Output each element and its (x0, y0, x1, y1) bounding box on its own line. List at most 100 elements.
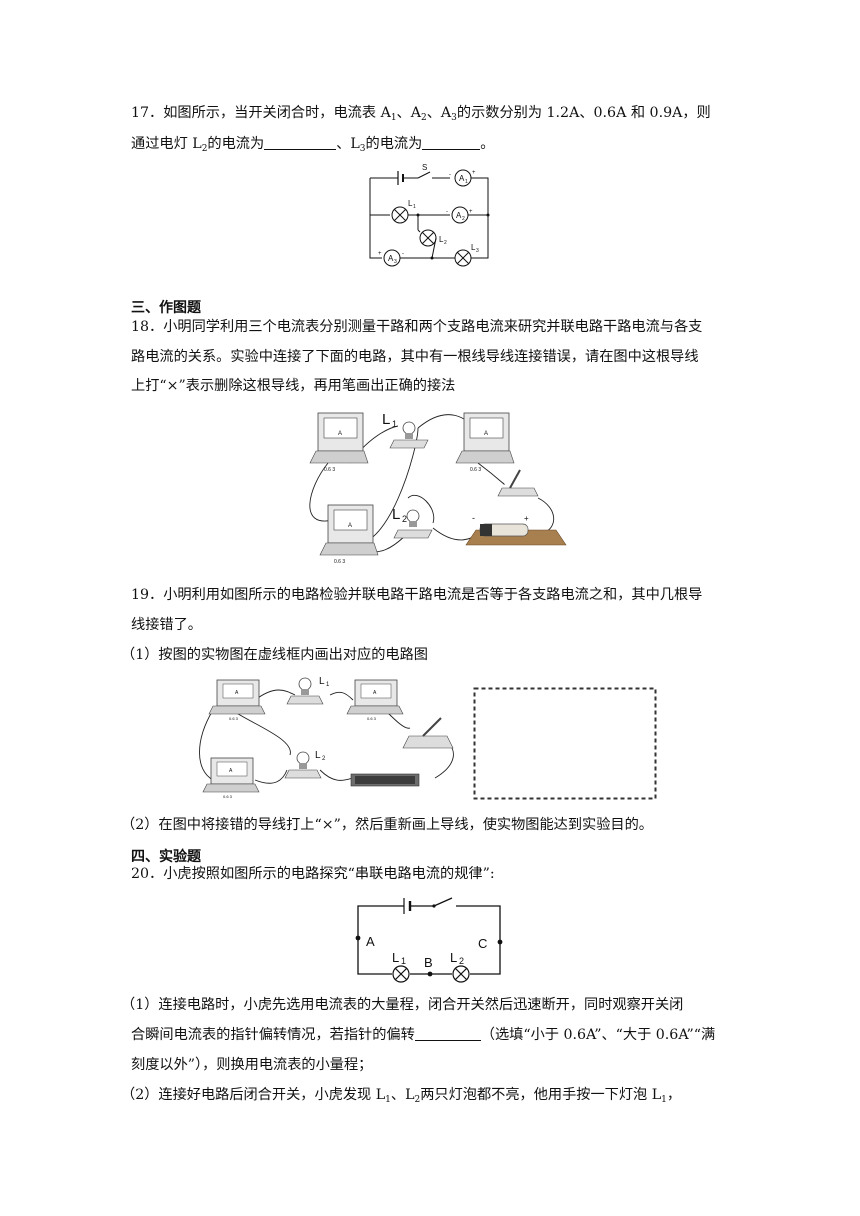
lamp-l2-label: L (450, 950, 457, 965)
lamp-l1-label: L (382, 411, 390, 428)
meter-letter: A (373, 690, 377, 696)
q19-line-2: 线接错了。 (131, 617, 202, 633)
answer-blank-deflection[interactable] (414, 1028, 481, 1041)
q20-text: ， (666, 1087, 682, 1103)
lamp-l1-label: L (319, 676, 325, 687)
point-a-label: A (366, 934, 375, 949)
q20-p2-line: （2）连接好电路后闭合开关，小虎发现 L1、L2两只灯泡都不亮，他用手按一下灯泡… (121, 1088, 681, 1105)
answer-blank-l2[interactable] (264, 137, 337, 150)
q20-sub: 1 (385, 1095, 391, 1105)
answer-blank-l3[interactable] (422, 137, 481, 150)
q17-text: 17．如图所示，当开关闭合时，电流表 A (131, 105, 391, 121)
q17-sub: 3 (451, 113, 457, 123)
a3-plus: + (378, 251, 382, 257)
lamp-l2-letter: L (439, 235, 444, 244)
lamp-l1 (286, 677, 324, 705)
q20-p1-line-1: （1）连接电路时，小虎先选用电流表的大量程，闭合开关然后迅速断开，同时观察开关闭 (121, 997, 684, 1013)
q17-sub: 1 (390, 113, 397, 123)
q17-circuit-diagram: S A 1 A 2 A 3 L 1 L 2 L 3 - + - + + - (369, 163, 490, 267)
a2-plus: + (469, 209, 473, 215)
ammeter-a3-sub: 3 (394, 259, 397, 265)
lamp-l2 (393, 509, 433, 539)
q17-line-2: 通过电灯 L2的电流为、L3的电流为。 (131, 137, 495, 154)
ammeter-top-right (455, 412, 515, 464)
meter-scale: 0.6 3 (367, 716, 377, 721)
q17-text: 通过电灯 L (131, 136, 202, 152)
q17-text: 、A (396, 105, 421, 121)
q19-part-2: （2）在图中将接错的导线打上“×”，然后重新画上导线，使实物图能达到实验目的。 (121, 817, 653, 833)
meter-letter: A (484, 431, 488, 437)
meter-letter: A (235, 690, 239, 696)
ammeter-left-bottom (202, 757, 260, 793)
knife-switch (497, 469, 539, 497)
lamp-l2 (284, 751, 322, 779)
battery-holder (465, 523, 567, 546)
battery (350, 773, 420, 787)
battery-plus: + (524, 514, 529, 523)
q18-line-3: 上打“×”表示删除这根导线，再用笔画出正确的接法 (131, 378, 456, 394)
q17-sub: 3 (359, 144, 366, 154)
point-c-label: C (478, 936, 487, 951)
q18-line-1: 18．小明同学利用三个电流表分别测量干路和两个支路电流来研究并联电路干路电流与各… (131, 319, 703, 335)
ammeter-bottom-left (319, 504, 379, 556)
lamp-l3-sub: 3 (476, 248, 479, 254)
q18-apparatus-figure: A A A 0.6 3 0.6 3 0.6 3 L 1 L 2 - + (309, 411, 567, 565)
lamp-l2-label: L (315, 750, 321, 761)
q19-line-1: 19．小明利用如图所示的电路检验并联电路干路电流是否等于各支路电流之和，其中几根… (131, 587, 703, 603)
a1-plus: + (472, 170, 476, 176)
lamp-l1-sub: 1 (401, 956, 406, 966)
section-heading-drawing: 三、作图题 (131, 300, 201, 316)
lamp-l1 (389, 421, 429, 449)
ammeter-a2-letter: A (456, 211, 462, 220)
meter-scale: 0.6 3 (470, 467, 481, 473)
q17-line-1: 17．如图所示，当开关闭合时，电流表 A1、A2、A3的示数分别为 1.2A、0… (131, 106, 711, 123)
ammeter-left-top (208, 679, 266, 715)
q20-text: （选填“小于 0.6A”、“大于 0.6A”“满 (480, 1027, 716, 1043)
q20-intro: 20．小虎按照如图所示的电路探究“串联电路电流的规律”: (131, 866, 495, 882)
knife-switch (402, 717, 454, 749)
lamp-l2-sub: 2 (322, 756, 326, 762)
q20-text: 、L (390, 1087, 415, 1103)
q17-text: 的电流为 (365, 136, 423, 152)
lamp-l2-sub: 2 (402, 514, 407, 524)
meter-letter: A (348, 523, 352, 529)
meter-scale: 0.6 3 (229, 716, 239, 721)
q20-text: 两只灯泡都不亮，他用手按一下灯泡 L (420, 1087, 662, 1103)
q19-apparatus-figure: A A A 0.6 3 0.6 3 0.6 3 L 1 L 2 (199, 676, 454, 799)
q17-text: 、L (336, 136, 360, 152)
ammeter-a2-sub: 2 (462, 216, 465, 222)
meter-scale: 0.6 3 (334, 559, 345, 565)
meter-scale: 0.6 3 (223, 794, 233, 799)
q17-text: 的示数分别为 1.2A、0.6A 和 0.9A，则 (456, 105, 711, 121)
q17-text: 、A (426, 105, 452, 121)
lamp-l2-sub: 2 (459, 956, 464, 966)
q20-sub: 1 (661, 1095, 667, 1105)
q17-sub: 2 (420, 113, 427, 123)
ammeter-middle (346, 679, 404, 715)
ammeter-a1-letter: A (459, 174, 465, 183)
lamp-l2-sub: 2 (444, 240, 447, 246)
lamp-l1-sub: 1 (413, 204, 416, 210)
lamp-l2-label: L (392, 506, 400, 523)
a2-minus: - (446, 209, 448, 215)
q17-text: 的电流为 (207, 136, 265, 152)
q20-series-circuit: A B C L 1 L 2 (355, 897, 503, 983)
meter-scale: 0.6 3 (324, 467, 335, 473)
lamp-l1-sub: 1 (392, 419, 397, 429)
lamp-l3-letter: L (471, 243, 476, 252)
meter-letter: A (338, 431, 342, 437)
q20-p1-line-3: 刻度以外”），则换用电流表的小量程； (131, 1057, 373, 1073)
q20-sub: 2 (414, 1095, 421, 1105)
a3-minus: - (402, 251, 404, 257)
lamp-l1-label: L (392, 950, 399, 965)
battery-minus: - (472, 513, 475, 523)
q18-line-2: 路电流的关系。实验中连接了下面的电路，其中有一根线导线连接错误，请在图中这根导线 (131, 349, 699, 365)
ammeter-a3-letter: A (388, 254, 394, 263)
q17-text: 。 (480, 136, 495, 152)
point-b-label: B (424, 955, 433, 970)
q17-sub: 2 (201, 144, 208, 154)
answer-dashed-box[interactable] (473, 687, 663, 802)
q19-part-1: （1）按图的实物图在虚线框内画出对应的电路图 (121, 647, 428, 663)
lamp-l1-sub: 1 (326, 682, 330, 688)
a1-minus: - (449, 172, 451, 178)
